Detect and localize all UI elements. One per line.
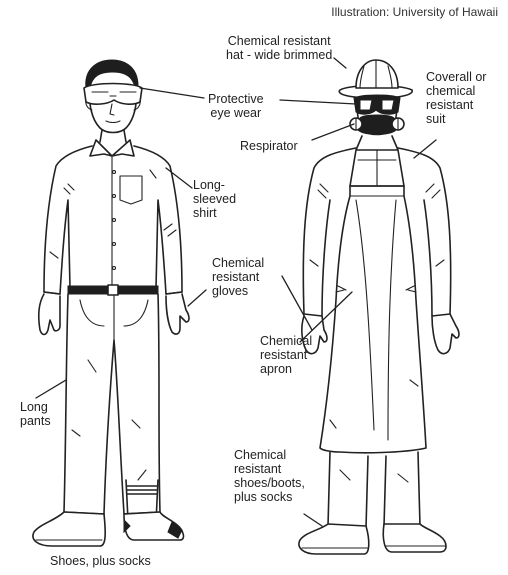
- left-figure-hand-right: [166, 294, 189, 334]
- label-coverall: Coverall or chemical resistant suit: [426, 70, 486, 126]
- label-gloves: Chemical resistant gloves: [212, 256, 264, 298]
- left-shirt-pocket: [120, 176, 142, 204]
- leader-boots: [304, 514, 322, 526]
- leader-eyewear-left: [140, 88, 204, 98]
- label-shoes: Shoes, plus socks: [50, 554, 151, 568]
- left-goggles: [84, 84, 142, 105]
- label-apron: Chemical resistant apron: [260, 334, 312, 376]
- left-pants: [64, 294, 160, 514]
- right-respirator: [350, 115, 404, 135]
- right-goggles: [354, 95, 400, 114]
- leader-gloves-left: [188, 290, 206, 306]
- label-shirt: Long- sleeved shirt: [193, 178, 236, 220]
- label-boots: Chemical resistant shoes/boots, plus soc…: [234, 448, 305, 504]
- label-pants: Long pants: [20, 400, 51, 428]
- leader-hat: [334, 58, 346, 68]
- left-figure-hand-left: [39, 294, 60, 335]
- leader-shirt: [166, 168, 192, 188]
- right-boot-right: [383, 524, 446, 552]
- illustration-credit: Illustration: University of Hawaii: [331, 5, 498, 19]
- leader-gloves-right: [282, 276, 312, 330]
- right-pants: [328, 452, 420, 528]
- label-eyewear: Protective eye wear: [208, 92, 264, 120]
- right-figure: [299, 60, 459, 554]
- right-glove-right: [432, 314, 459, 354]
- leader-pants: [36, 380, 66, 398]
- leader-eyewear-right: [280, 100, 356, 104]
- leader-respirator: [312, 124, 354, 140]
- left-shoe-left: [33, 512, 105, 546]
- left-figure-face: [106, 104, 120, 123]
- left-shirt-collar: [90, 140, 134, 156]
- right-hat: [339, 60, 412, 98]
- right-boot-left: [299, 524, 369, 554]
- label-hat: Chemical resistant hat - wide brimmed: [226, 34, 332, 62]
- left-figure: [33, 60, 189, 546]
- label-respirator: Respirator: [240, 139, 298, 153]
